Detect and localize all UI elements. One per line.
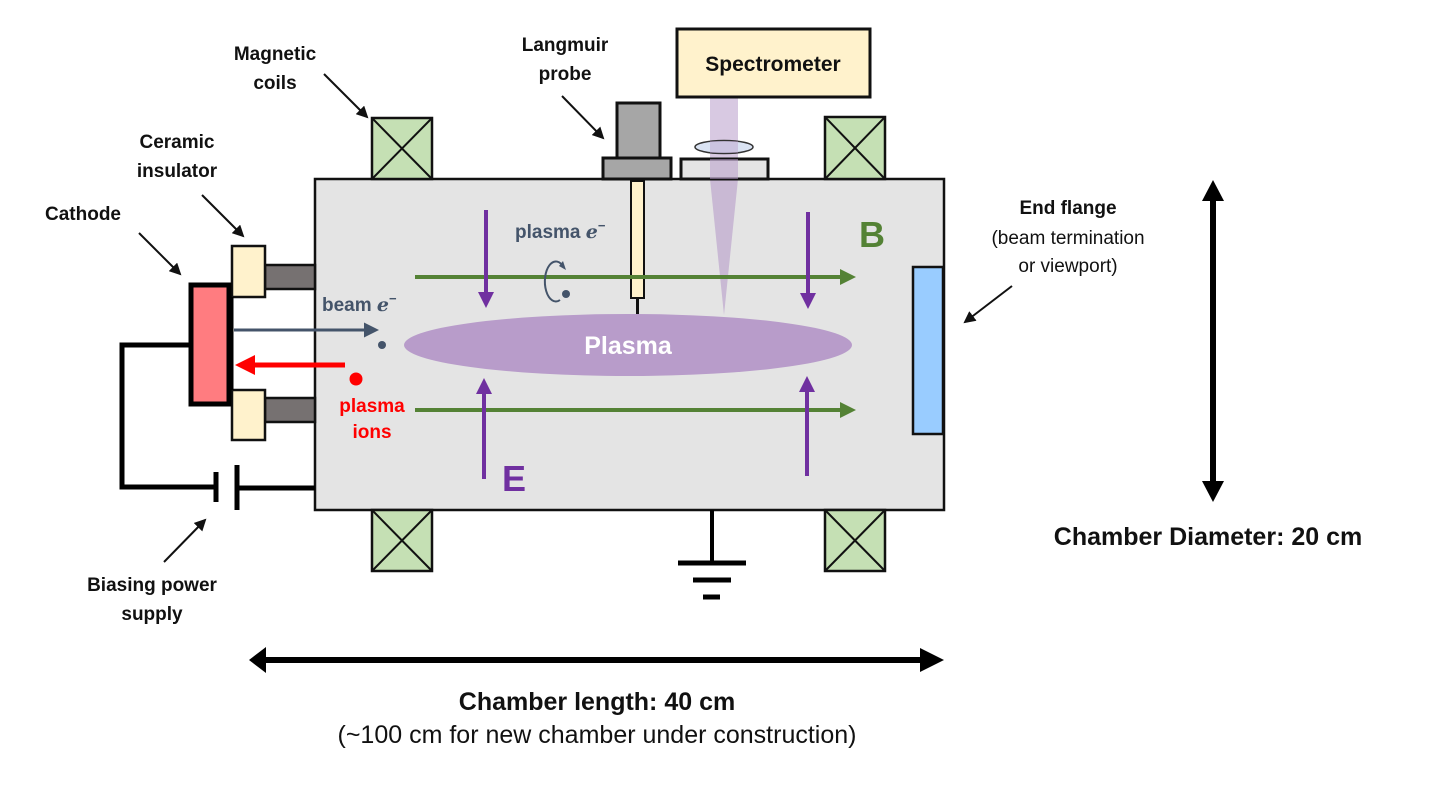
cathode-label: Cathode [45, 204, 121, 225]
langmuir-probe-pointer [561, 95, 605, 140]
chamber-length-label: Chamber length: 40 cm [459, 688, 735, 716]
ceramic-insulator-label-line1: Ceramic [140, 132, 215, 153]
spectrometer-light-cone [710, 179, 738, 315]
end-flange-pointer [963, 285, 1013, 324]
beam-electron-dot [378, 341, 386, 349]
biasing-supply-label-line2: supply [121, 604, 183, 625]
b-field-label: B [859, 214, 885, 255]
e-field-label: E [502, 458, 526, 499]
biasing-supply-pointer [163, 518, 207, 563]
magnetic-coil-bottom-right [823, 508, 887, 573]
magnetic-coil-top-right [823, 115, 887, 181]
gyration-arrowhead-icon [559, 261, 566, 270]
magnetic-coil-top-left [370, 116, 434, 181]
magnetic-coils-label-line1: Magnetic [234, 44, 317, 65]
bias-wire-cathode [119, 342, 216, 490]
end-flange-sub-line1: (beam termination [991, 228, 1144, 249]
end-flange [911, 265, 945, 436]
plasma-electron-dot [562, 290, 570, 298]
spectrometer-box [675, 27, 872, 99]
spectrometer-viewport [679, 139, 770, 181]
end-flange-sub-line2: or viewport) [1018, 256, 1117, 277]
biasing-supply-label-line1: Biasing power [87, 575, 217, 596]
langmuir-probe-label-line1: Langmuir [522, 35, 609, 56]
diameter-arrowhead-bottom-icon [1202, 481, 1224, 502]
ceramic-insulator-upper [230, 244, 267, 299]
cathode-pointer [138, 232, 182, 276]
plasma-column [404, 314, 852, 376]
beam-electron-label: beam −e− [322, 291, 397, 316]
plasma-label: Plasma [584, 332, 673, 360]
langmuir-probe-label-line2: probe [539, 64, 592, 85]
cathode [188, 282, 232, 407]
plasma-electron-label: plasma e− [515, 218, 606, 243]
chamber-length-sub-label: (~100 cm for new chamber under construct… [338, 721, 857, 749]
length-arrowhead-left-icon [249, 647, 266, 673]
plasma-ions-label-line2: ions [352, 422, 391, 443]
gyration-orbit-icon [543, 260, 565, 303]
cathode-port-lower [263, 396, 317, 424]
end-flange-label: End flange [1019, 198, 1116, 219]
chamber-diameter-label: Chamber Diameter: 20 cm [1054, 523, 1362, 551]
plasma-ion-dot [349, 372, 363, 386]
ceramic-insulator-label-line2: insulator [137, 161, 218, 182]
cathode-port-upper [263, 263, 317, 291]
plasma-ions-label-line1: plasma [339, 396, 405, 417]
ground-icon [678, 510, 746, 600]
ceramic-insulator-lower [230, 388, 267, 442]
magnetic-coils-pointer [323, 73, 369, 119]
magnetic-coil-bottom-left [370, 508, 434, 573]
magnetic-coils-label-line2: coils [253, 73, 296, 94]
ceramic-insulator-pointer [201, 194, 245, 238]
spectrometer-label: Spectrometer [705, 53, 840, 76]
diameter-arrowhead-top-icon [1202, 180, 1224, 201]
lens-icon [694, 139, 754, 155]
